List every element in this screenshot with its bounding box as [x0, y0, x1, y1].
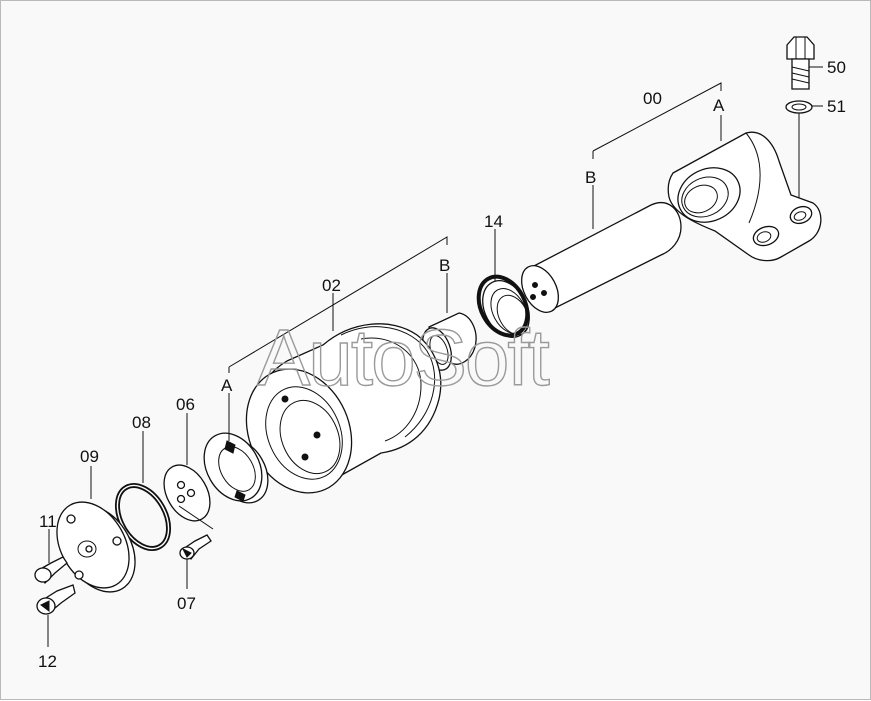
- watermark: AutoSoft: [257, 313, 550, 402]
- part-02-roller: [245, 323, 442, 494]
- leader-lines: [186, 82, 722, 465]
- part-14-seal: [476, 274, 530, 338]
- thrust-ring: [203, 432, 269, 504]
- part-12-bolt: [36, 584, 76, 647]
- part-07-screw: [179, 534, 212, 589]
- part-09-cover: [56, 466, 136, 593]
- part-11-plug: [34, 529, 68, 585]
- shaft: [520, 202, 682, 313]
- label-12: 12: [38, 652, 57, 671]
- label-51: 51: [827, 97, 846, 116]
- label-07: 07: [177, 594, 196, 613]
- label-06: 06: [176, 395, 195, 414]
- label-a-upper: A: [713, 96, 725, 115]
- part-51-washer: [785, 100, 823, 206]
- label-b-upper: B: [585, 168, 596, 187]
- part-50-bolt: [786, 36, 823, 90]
- label-b-lower: B: [439, 256, 450, 275]
- bracket-housing: [667, 131, 822, 262]
- label-02: 02: [322, 276, 341, 295]
- label-a-lower: A: [221, 376, 233, 395]
- part-06-plate: [163, 464, 214, 530]
- label-00: 00: [643, 89, 662, 108]
- label-08: 08: [132, 413, 151, 432]
- label-09: 09: [80, 447, 99, 466]
- label-14: 14: [484, 212, 503, 231]
- part-labels: 00 A B 50 51 14 B 02 A 06 08 09 11 07 12: [38, 58, 846, 671]
- label-11: 11: [39, 512, 57, 531]
- label-50: 50: [827, 58, 846, 77]
